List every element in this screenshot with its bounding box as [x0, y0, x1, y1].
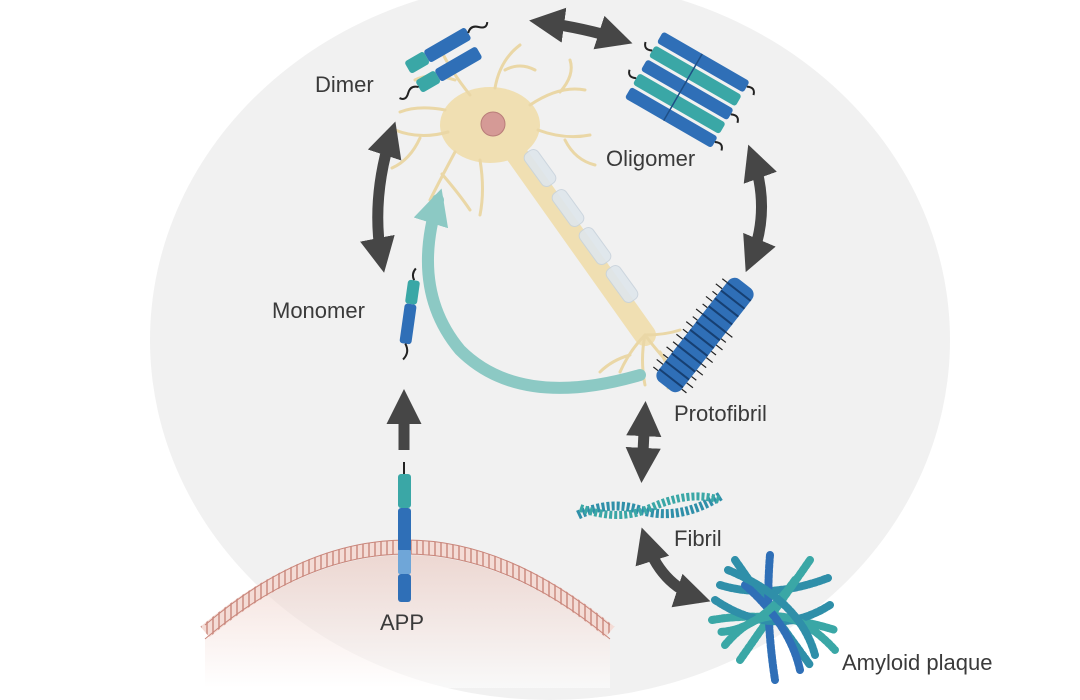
- arrow-monomer-dimer: [360, 121, 402, 273]
- oligomer-structure: [625, 32, 755, 151]
- app-protein: [398, 462, 411, 602]
- protofibril-structure: [652, 277, 754, 394]
- arrow-protofibril-fibril: [625, 401, 662, 483]
- label-monomer: Monomer: [272, 298, 365, 323]
- label-fibril: Fibril: [674, 526, 722, 551]
- fibril-structure: [576, 491, 725, 520]
- label-dimer: Dimer: [315, 72, 374, 97]
- feedback-arrow: [413, 188, 646, 394]
- label-oligomer: Oligomer: [606, 146, 696, 171]
- arrow-fibril-plaque: [635, 527, 711, 608]
- dimer-structure: [399, 21, 489, 100]
- amyloid-plaque-structure: [708, 551, 839, 684]
- label-app: APP: [380, 610, 425, 635]
- monomer-structure: [399, 267, 420, 361]
- label-protofibril: Protofibril: [674, 401, 767, 426]
- label-amyloid-plaque: Amyloid plaque: [842, 650, 993, 675]
- neuron: [390, 43, 682, 390]
- arrow-oligomer-protofibril: [743, 144, 777, 273]
- arrow-dimer-oligomer: [529, 7, 633, 50]
